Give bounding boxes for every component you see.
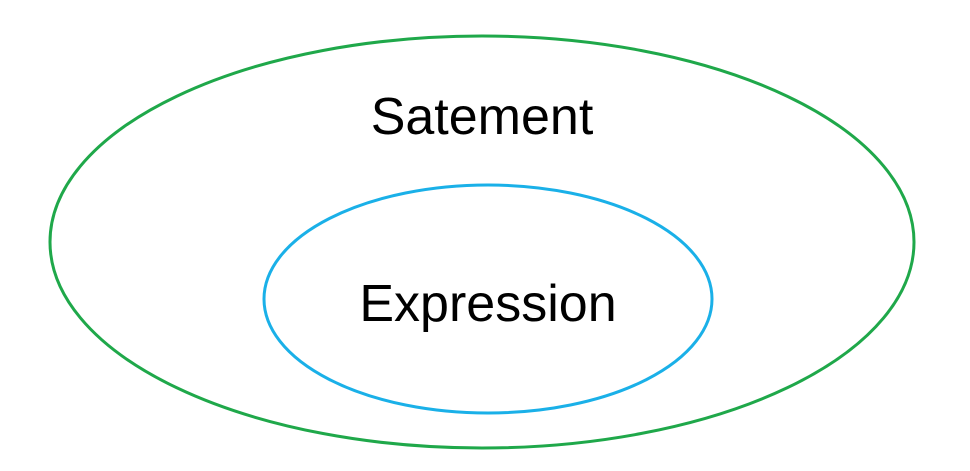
expression-label: Expression [359,275,616,333]
expression-ellipse [262,183,714,415]
statement-label: Satement [371,88,594,146]
statement-ellipse [48,34,916,450]
